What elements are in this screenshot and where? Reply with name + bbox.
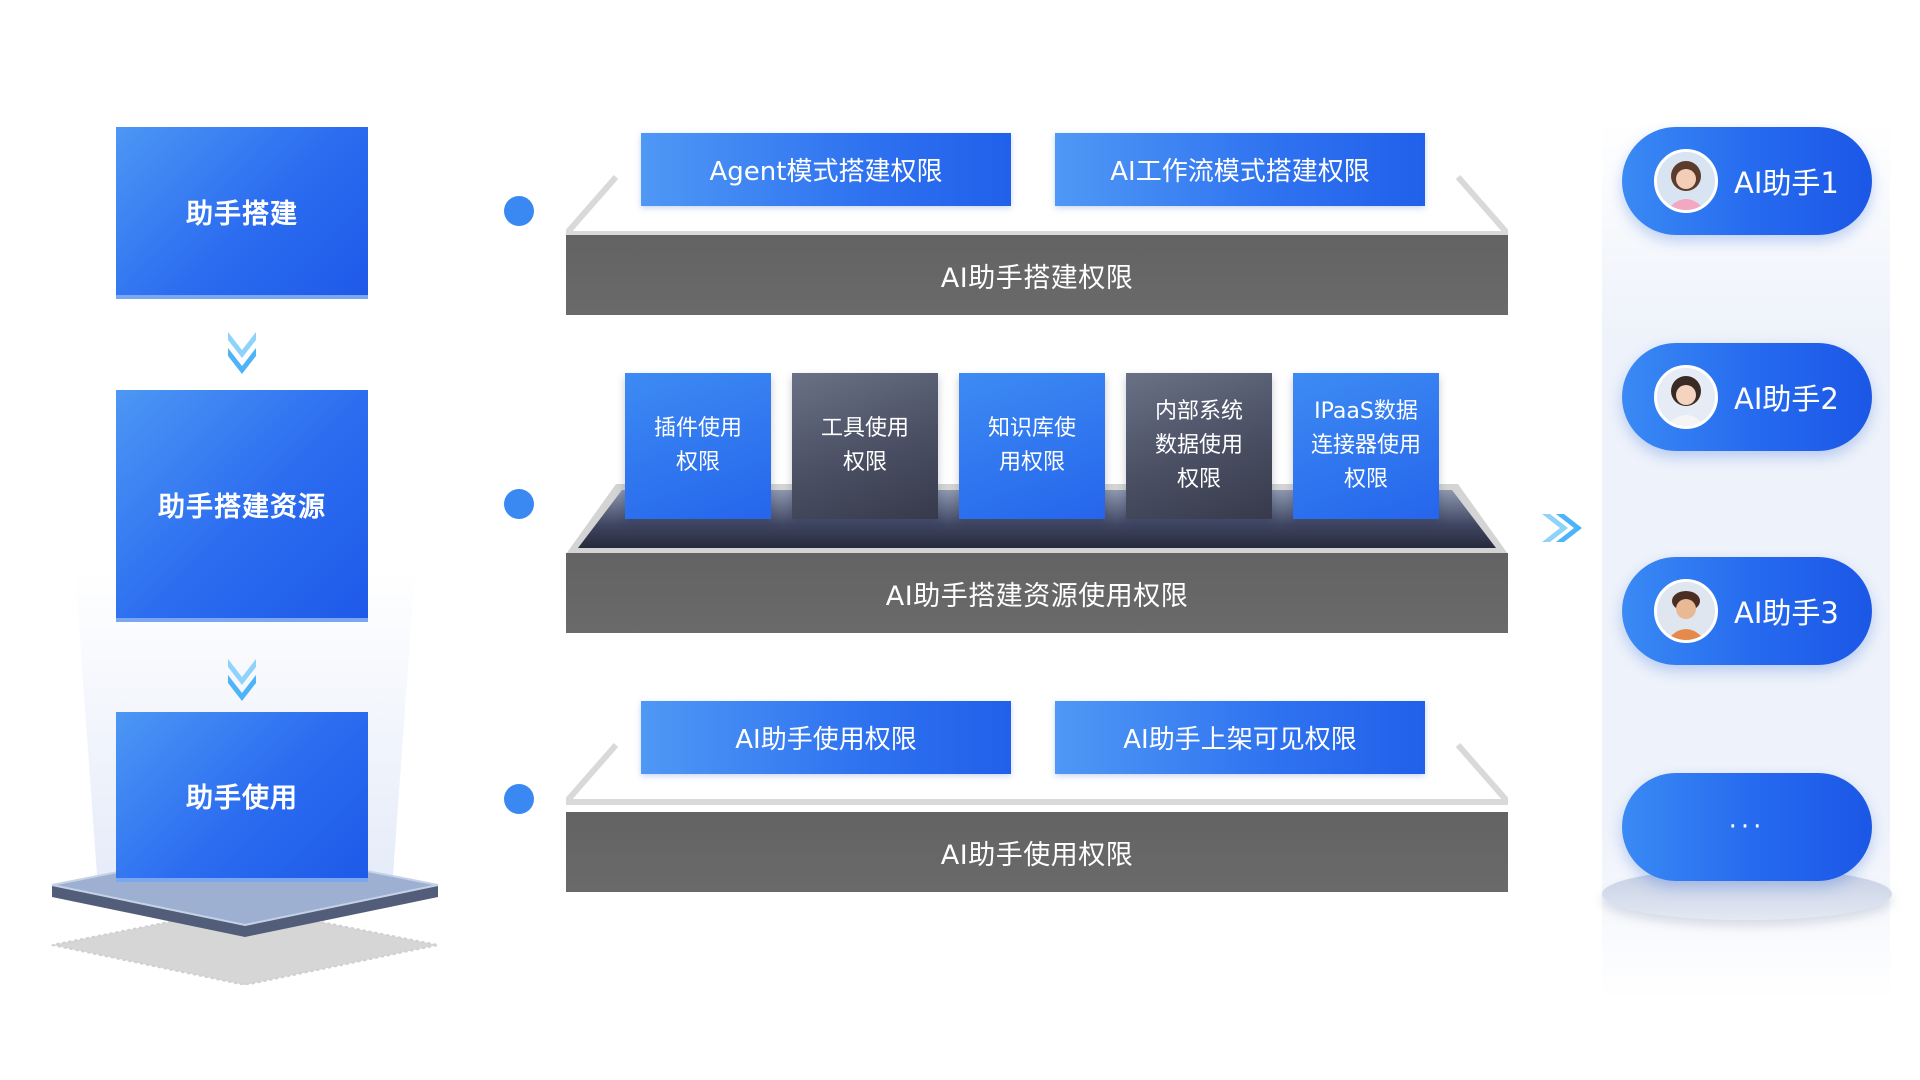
assistant-usage-permission: AI助手使用权限 xyxy=(641,701,1011,774)
more-assistants-pill[interactable]: ··· xyxy=(1622,773,1872,881)
chevron-down-icon xyxy=(228,659,256,701)
knowledge-base-usage-permission: 知识库使 用权限 xyxy=(959,373,1105,519)
workflow-mode-build-permission: AI工作流模式搭建权限 xyxy=(1055,133,1425,206)
agent-mode-build-permission: Agent模式搭建权限 xyxy=(641,133,1011,206)
plugin-usage-permission: 插件使用 权限 xyxy=(625,373,771,519)
avatar-woman-icon xyxy=(1657,152,1715,210)
avatar-man-icon xyxy=(1657,582,1715,640)
assistant-pill-2[interactable]: AI助手2 xyxy=(1622,343,1872,451)
step-build-resources: 助手搭建资源 xyxy=(116,390,368,618)
usage-permission-base: AI助手使用权限 xyxy=(566,812,1508,892)
step-assistant-build: 助手搭建 xyxy=(116,127,368,295)
avatar-woman-icon xyxy=(1657,368,1715,426)
avatar xyxy=(1654,579,1718,643)
tool-usage-permission: 工具使用 权限 xyxy=(792,373,938,519)
layer-dot xyxy=(504,489,534,519)
step-assistant-usage: 助手使用 xyxy=(116,712,368,878)
layer-dot xyxy=(504,196,534,226)
assistant-label: AI助手3 xyxy=(1734,596,1839,630)
assistant-pill-1[interactable]: AI助手1 xyxy=(1622,127,1872,235)
layer-dot xyxy=(504,784,534,814)
chevron-right-icon xyxy=(1542,514,1582,542)
resource-permission-base: AI助手搭建资源使用权限 xyxy=(566,553,1508,633)
assistant-listing-visibility-permission: AI助手上架可见权限 xyxy=(1055,701,1425,774)
more-ellipsis: ··· xyxy=(1728,812,1766,842)
ipaas-connector-permission: IPaaS数据 连接器使用 权限 xyxy=(1293,373,1439,519)
assistant-label: AI助手1 xyxy=(1734,166,1839,200)
internal-system-data-permission: 内部系统 数据使用 权限 xyxy=(1126,373,1272,519)
chevron-down-icon xyxy=(228,332,256,374)
build-permission-base: AI助手搭建权限 xyxy=(566,235,1508,315)
assistant-pill-3[interactable]: AI助手3 xyxy=(1622,557,1872,665)
avatar xyxy=(1654,365,1718,429)
assistant-label: AI助手2 xyxy=(1734,382,1839,416)
avatar xyxy=(1654,149,1718,213)
